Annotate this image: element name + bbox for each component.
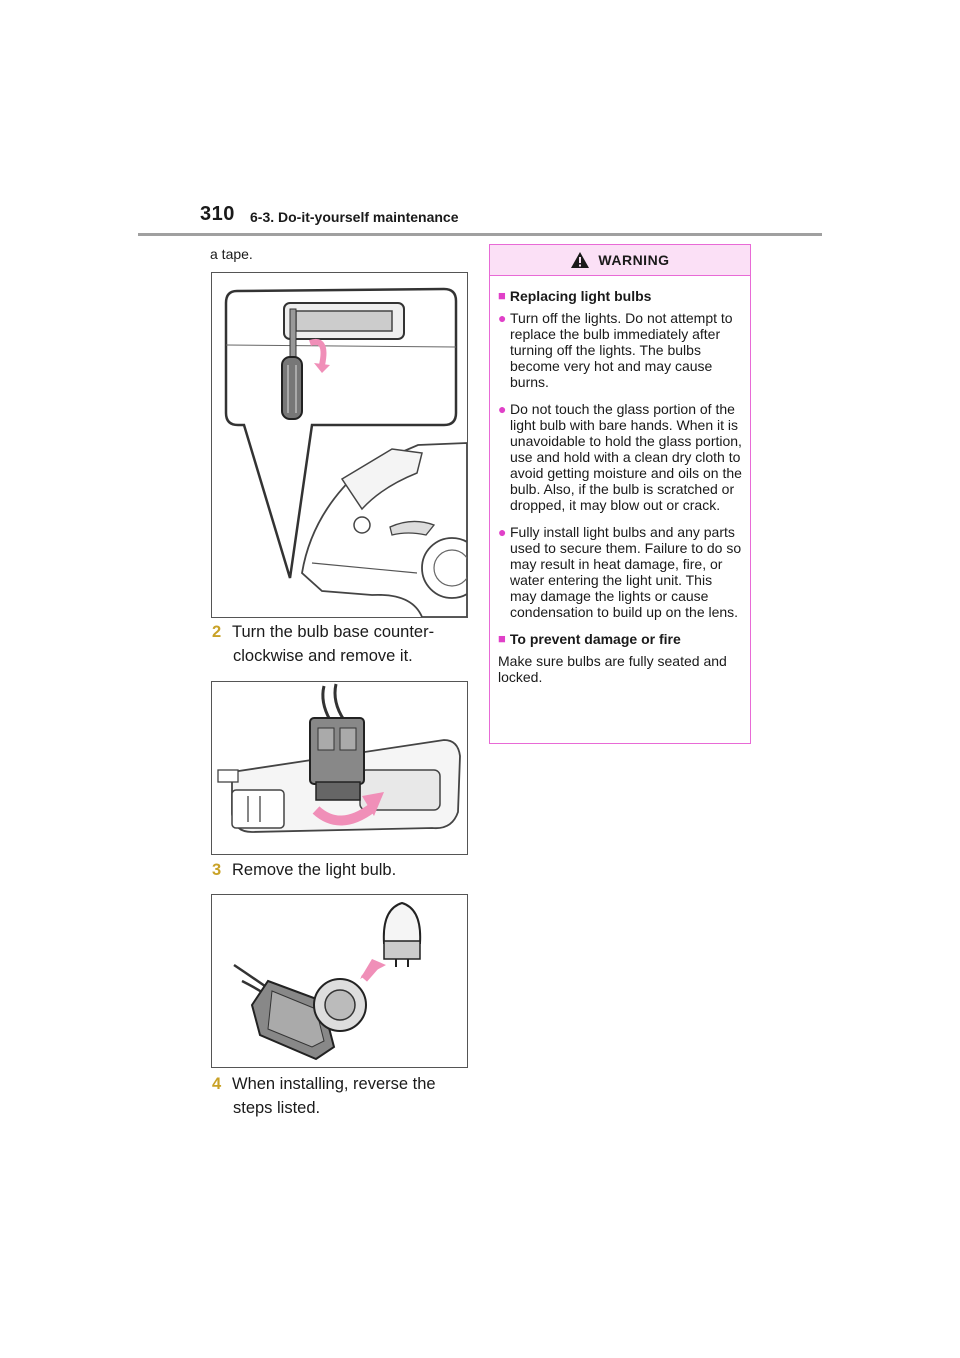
- illustration-bulb-removal: [233, 901, 422, 1061]
- step-number: 4: [212, 1075, 222, 1093]
- step-number: 2: [212, 623, 222, 641]
- circle-bullet-icon: ●: [498, 310, 507, 326]
- step-4: 4 When installing, reverse the steps list…: [212, 1072, 474, 1120]
- figure-remove-bulb: [211, 894, 468, 1068]
- warning-bullet: ● Do not touch the glass portion of the …: [498, 401, 742, 513]
- warning-subheading: ■ Replacing light bulbs: [498, 288, 742, 304]
- section-title: 6-3. Do-it-yourself maintenance: [250, 209, 459, 225]
- step-3: 3 Remove the light bulb.: [212, 858, 474, 882]
- page-number: 310: [200, 203, 235, 225]
- warning-bullet: ● Fully install light bulbs and any part…: [498, 524, 742, 620]
- circle-bullet-icon: ●: [498, 524, 507, 540]
- warning-box: WARNING ■ Replacing light bulbs ● Turn o…: [489, 244, 751, 744]
- step-text: Turn the bulb base counter-: [232, 623, 435, 641]
- header-divider: [138, 233, 822, 236]
- bullet-text: Fully install light bulbs and any parts …: [510, 524, 742, 620]
- square-bullet-icon: ■: [498, 631, 506, 646]
- subheading-text: To prevent damage or fire: [509, 631, 681, 647]
- warning-bullet: ● Turn off the lights. Do not attempt to…: [498, 310, 742, 390]
- continued-text: a tape.: [210, 246, 253, 262]
- bullet-text: Do not touch the glass portion of the li…: [510, 401, 742, 513]
- warning-body: ■ Replacing light bulbs ● Turn off the l…: [490, 276, 750, 685]
- illustration-screwdriver-car: [224, 287, 467, 617]
- circle-bullet-icon: ●: [498, 401, 507, 417]
- warning-text: Make sure bulbs are fully seated and loc…: [498, 653, 727, 685]
- figure-remove-lens-cover: [211, 272, 468, 618]
- step-text: When installing, reverse the: [232, 1075, 436, 1093]
- figure-bulb-base-removal: [211, 681, 468, 855]
- step-text-continued: clockwise and remove it.: [233, 647, 413, 665]
- step-number: 3: [212, 861, 222, 879]
- warning-header: WARNING: [490, 245, 750, 276]
- square-bullet-icon: ■: [498, 288, 506, 303]
- illustration-bulb-socket: [217, 683, 461, 833]
- warning-title: WARNING: [598, 252, 670, 268]
- step-2: 2 Turn the bulb base counter- clockwise a…: [212, 620, 474, 668]
- step-text-continued: steps listed.: [233, 1099, 321, 1117]
- subheading-text: Replacing light bulbs: [509, 288, 652, 304]
- warning-subheading: ■ To prevent damage or fire: [498, 631, 742, 647]
- step-text: Remove the light bulb.: [232, 861, 397, 879]
- bullet-text: Turn off the lights. Do not attempt to r…: [510, 310, 733, 390]
- warning-triangle-icon: [571, 252, 590, 268]
